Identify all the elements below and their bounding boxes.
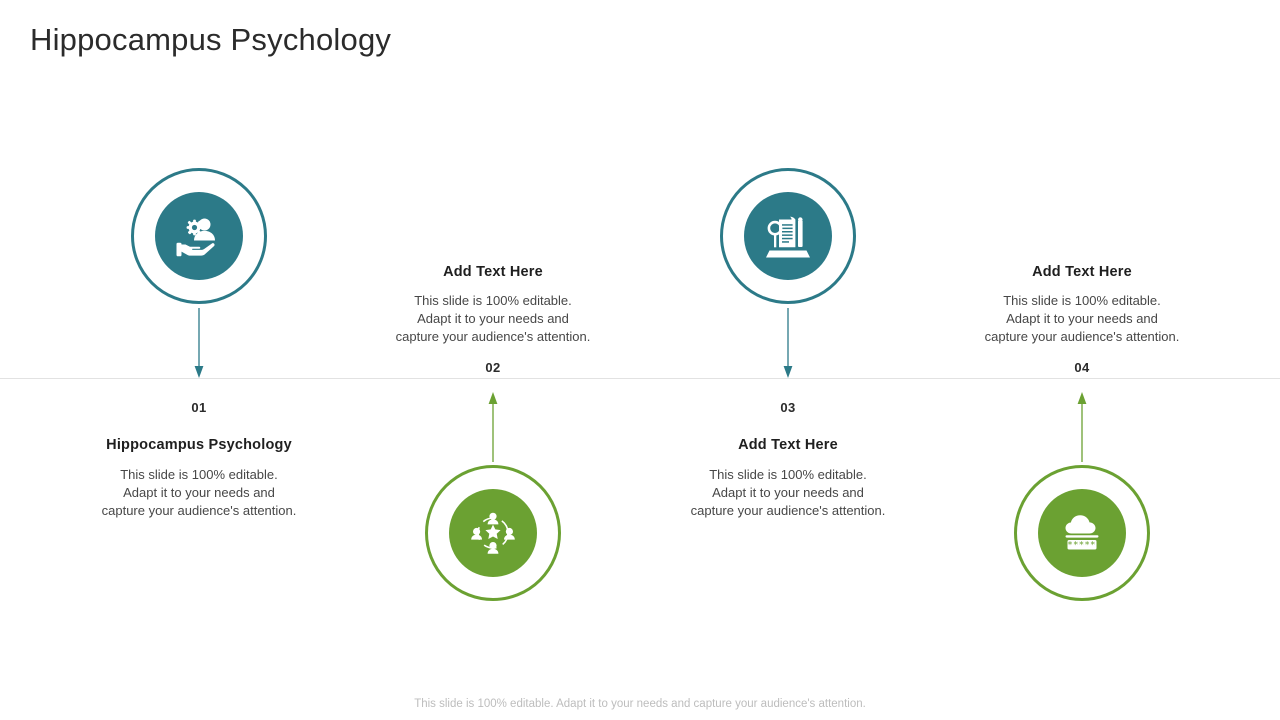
step-body-01: This slide is 100% editable. Adapt it to…: [101, 467, 297, 518]
step-number-03: 03: [780, 400, 796, 415]
timeline-item-03: 03 Add Text Here This slide is 100% edit…: [658, 0, 918, 720]
cloud-password-icon: *****: [1060, 513, 1104, 553]
step-heading-04: Add Text Here: [1032, 264, 1132, 280]
timeline-item-04: Add Text Here This slide is 100% editabl…: [952, 0, 1212, 720]
icon-badge-04[interactable]: *****: [1014, 465, 1150, 601]
step-number-02: 02: [485, 360, 501, 375]
icon-badge-01[interactable]: [131, 168, 267, 304]
step-body-03: This slide is 100% editable. Adapt it to…: [690, 467, 886, 518]
timeline-item-01: 01 Hippocampus Psychology This slide is …: [69, 0, 329, 720]
connector-arrow-03: [781, 308, 795, 378]
step-number-01: 01: [191, 400, 207, 415]
hand-holding-person-gear-icon: [176, 215, 222, 257]
step-heading-03: Add Text Here: [738, 437, 838, 453]
page-title: Hippocampus Psychology: [30, 22, 392, 57]
icon-disc-04: *****: [1038, 489, 1126, 577]
timeline-divider: [0, 378, 1280, 379]
icon-disc-03: [744, 192, 832, 280]
text-block-03: 03 Add Text Here This slide is 100% edit…: [663, 400, 913, 520]
icon-disc-02: [449, 489, 537, 577]
timeline-item-02: Add Text Here This slide is 100% editabl…: [363, 0, 623, 720]
connector-arrow-04: [1075, 392, 1089, 462]
svg-text:*****: *****: [1068, 541, 1097, 551]
step-heading-01: Hippocampus Psychology: [106, 437, 292, 453]
step-number-04: 04: [1074, 360, 1090, 375]
step-body-02: This slide is 100% editable. Adapt it to…: [395, 293, 591, 344]
text-block-04: Add Text Here This slide is 100% editabl…: [957, 264, 1207, 375]
people-network-star-icon: [470, 510, 516, 556]
connector-arrow-01: [192, 308, 206, 378]
icon-badge-03[interactable]: [720, 168, 856, 304]
icon-badge-02[interactable]: [425, 465, 561, 601]
step-body-04: This slide is 100% editable. Adapt it to…: [984, 293, 1180, 344]
document-magnifier-icon: [765, 214, 811, 258]
text-block-02: Add Text Here This slide is 100% editabl…: [368, 264, 618, 375]
slide-footer-note: This slide is 100% editable. Adapt it to…: [414, 698, 866, 710]
text-block-01: 01 Hippocampus Psychology This slide is …: [74, 400, 324, 520]
step-heading-02: Add Text Here: [443, 264, 543, 280]
icon-disc-01: [155, 192, 243, 280]
connector-arrow-02: [486, 392, 500, 462]
